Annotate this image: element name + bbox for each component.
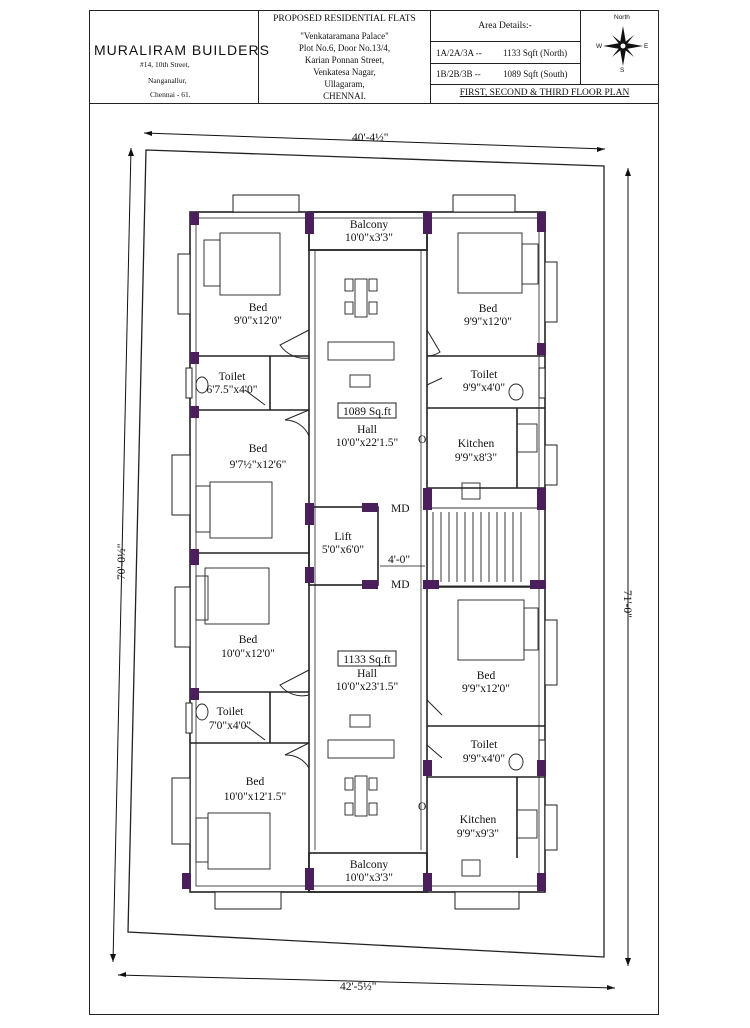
plan-title: FIRST, SECOND & THIRD FLOOR PLAN bbox=[459, 88, 630, 98]
bottom-dimension-label: 42'-5½" bbox=[340, 981, 376, 993]
bed-bl-size: 10'0"x12'1.5" bbox=[224, 791, 286, 803]
bed-bl-name: Bed bbox=[246, 776, 265, 788]
lift-size: 5'0"x6'0" bbox=[322, 544, 364, 556]
toilet-lr-name: Toilet bbox=[471, 739, 498, 751]
area-heading: Area Details:- bbox=[478, 21, 532, 31]
windows bbox=[171, 194, 558, 910]
toilet-lr-size: 9'9"x4'0" bbox=[463, 753, 505, 765]
title-divider bbox=[430, 63, 580, 64]
balcony-bottom-size: 10'0"x3'3" bbox=[345, 872, 393, 884]
title-divider bbox=[430, 84, 659, 85]
compass-south-label: S bbox=[620, 67, 625, 74]
project-address: CHENNAI. bbox=[323, 91, 366, 101]
site-boundary bbox=[127, 149, 605, 958]
right-dimension-label: 71'-0" bbox=[621, 590, 633, 618]
corridor-dimension-label: 4'-0" bbox=[388, 554, 410, 566]
dimension-line-left bbox=[112, 147, 132, 963]
lift-name: Lift bbox=[334, 531, 352, 543]
toilet-ur-size: 9'9"x4'0" bbox=[463, 382, 505, 394]
toilet-ll-size: 7'0"x4'0" bbox=[209, 720, 251, 732]
bed-tr-size: 9'9"x12'0" bbox=[464, 316, 512, 328]
project-address: Karian Ponnan Street, bbox=[304, 55, 385, 65]
drawing-frame bbox=[89, 10, 659, 1015]
project-heading: PROPOSED RESIDENTIAL FLATS bbox=[273, 14, 416, 24]
title-divider bbox=[580, 10, 581, 84]
toilet-ul-size: 6'7.5"x4'0" bbox=[207, 384, 258, 396]
title-block bbox=[89, 10, 659, 104]
balcony-bottom-name: Balcony bbox=[350, 859, 389, 871]
hall-top-area: 1089 Sq.ft bbox=[343, 406, 392, 418]
bed-tl-size: 9'0"x12'0" bbox=[234, 315, 282, 327]
area-row-value: 1133 Sqft (North) bbox=[503, 48, 568, 58]
area-row-label: 1A/2A/3A -- bbox=[436, 48, 482, 58]
hall-area-box bbox=[337, 402, 397, 419]
hall-bottom-area: 1133 Sq.ft bbox=[343, 654, 391, 666]
bed-tl-name: Bed bbox=[249, 302, 268, 314]
bed-l3-size: 10'0"x12'0" bbox=[221, 648, 275, 660]
toilet-ur-name: Toilet bbox=[471, 369, 498, 381]
dimension-line-bottom bbox=[117, 974, 616, 989]
bed-r3-size: 9'9"x12'0" bbox=[462, 683, 510, 695]
area-row-label: 1B/2B/3B -- bbox=[436, 69, 481, 79]
main-door-marker: MD bbox=[391, 579, 410, 591]
title-divider bbox=[258, 10, 259, 104]
address-line: Nanganallur, bbox=[148, 76, 187, 85]
bed-l2-name: Bed bbox=[249, 443, 268, 455]
hall-top-size: 10'0"x22'1.5" bbox=[336, 437, 398, 449]
area-row-value: 1089 Sqft (South) bbox=[503, 69, 568, 79]
doors bbox=[244, 329, 443, 769]
kitchen-top-name: Kitchen bbox=[458, 438, 495, 450]
hall-top-name: Hall bbox=[357, 424, 377, 436]
company-name: MURALIRAM BUILDERS bbox=[94, 42, 270, 58]
project-address: Venkatesa Nagar, bbox=[313, 67, 376, 77]
bed-l3-name: Bed bbox=[239, 634, 258, 646]
bed-r3-name: Bed bbox=[477, 670, 496, 682]
project-address: Plot No.6, Door No.13/4, bbox=[298, 43, 391, 53]
main-door-marker: MD bbox=[391, 503, 410, 515]
address-line: #14, 10th Street, bbox=[140, 60, 190, 69]
balcony-top-size: 10'0"x3'3" bbox=[345, 232, 393, 244]
kitchen-top-size: 9'9"x8'3" bbox=[455, 452, 497, 464]
top-dimension-label: 40'-4½" bbox=[352, 132, 388, 144]
compass-west-label: W bbox=[596, 43, 603, 50]
left-dimension-label: 70'-0½" bbox=[116, 544, 128, 580]
address-line: Chennai - 61. bbox=[150, 90, 191, 99]
title-divider bbox=[430, 10, 431, 104]
opening-marker: O bbox=[418, 801, 426, 813]
balcony-top-name: Balcony bbox=[350, 219, 389, 231]
hall-bottom-size: 10'0"x23'1.5" bbox=[336, 681, 398, 693]
columns bbox=[182, 212, 546, 891]
project-name: "Venkataramana Palace" bbox=[300, 31, 389, 41]
project-address: Ullagaram, bbox=[324, 79, 365, 89]
bed-tr-name: Bed bbox=[479, 303, 498, 315]
opening-marker: O bbox=[418, 434, 426, 446]
toilet-ul-name: Toilet bbox=[219, 371, 246, 383]
hall-bottom-name: Hall bbox=[357, 668, 377, 680]
kitchen-bottom-name: Kitchen bbox=[460, 814, 497, 826]
toilet-ll-name: Toilet bbox=[217, 706, 244, 718]
title-divider bbox=[430, 41, 580, 42]
bed-l2-size: 9'7½"x12'6" bbox=[230, 459, 287, 471]
kitchen-bottom-size: 9'9"x9'3" bbox=[457, 828, 499, 840]
compass-north-label: North bbox=[614, 14, 630, 21]
staircase bbox=[426, 507, 546, 587]
furniture bbox=[195, 232, 539, 877]
hall-area-box bbox=[337, 650, 397, 667]
compass-east-label: E bbox=[644, 43, 649, 50]
dimension-line-top bbox=[143, 132, 606, 150]
